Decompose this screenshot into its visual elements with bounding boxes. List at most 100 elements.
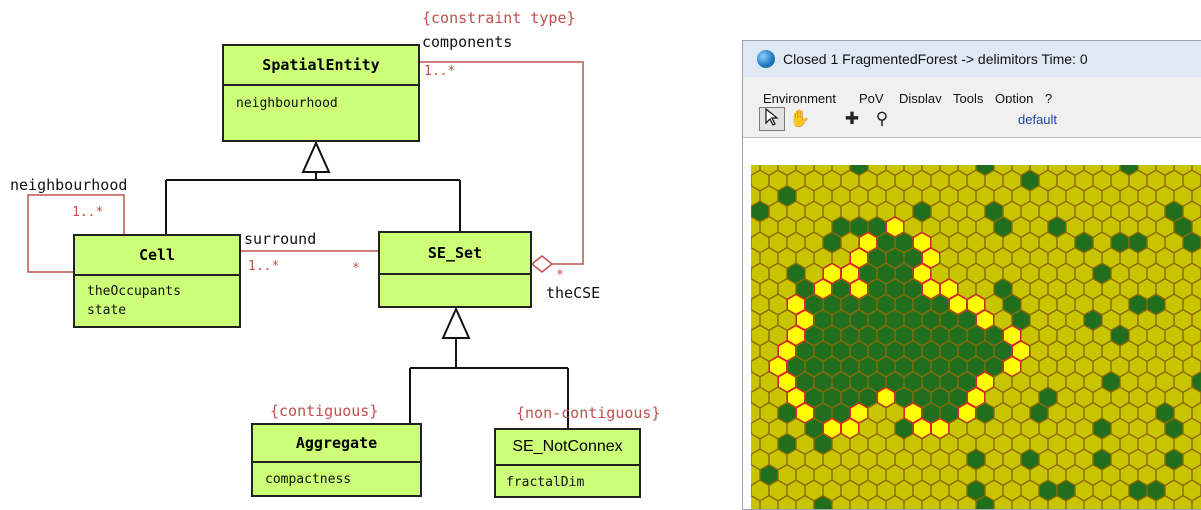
grid-cell	[759, 185, 779, 207]
menu-tools[interactable]: Tools	[953, 91, 984, 106]
grid-cell	[1137, 185, 1157, 207]
grid-cell	[1002, 449, 1022, 470]
grid-cell	[849, 464, 869, 486]
grid-cell	[1092, 201, 1112, 222]
class-attribute: fractalDim	[506, 475, 585, 490]
forest-cell	[813, 371, 833, 393]
menu-help[interactable]: ?	[1045, 91, 1053, 106]
forest-cell	[1128, 232, 1148, 253]
select-arrow-icon[interactable]	[759, 107, 785, 131]
class-se-set: SE_Set	[378, 231, 532, 308]
forest-cell	[751, 201, 770, 222]
grid-cell	[1056, 356, 1076, 377]
grid-cell	[1074, 201, 1094, 222]
grid-cell	[1074, 263, 1094, 284]
grid-cell	[1110, 449, 1130, 470]
grid-cell	[1047, 433, 1067, 455]
grid-cell	[1173, 340, 1193, 362]
grid-cell	[1173, 247, 1193, 269]
view-name: default	[1018, 112, 1058, 127]
grid-cell	[993, 371, 1013, 393]
class-name: SE_Set	[380, 233, 530, 275]
grid-cell	[984, 449, 1004, 470]
components-multiplicity: 1..*	[424, 64, 456, 79]
grid-cell	[1029, 165, 1049, 176]
grid-cell	[751, 278, 761, 300]
forest-cell	[867, 278, 887, 300]
grid-cell	[1155, 247, 1175, 269]
grid-cell	[1137, 216, 1157, 238]
grid-cell	[831, 185, 851, 207]
grid-cell	[993, 433, 1013, 455]
forest-cell	[939, 371, 959, 393]
grid-cell	[813, 216, 833, 238]
magnifier-icon[interactable]: ⚲	[875, 109, 889, 128]
class-cell: Cell theOccupants state	[73, 234, 241, 328]
grid-cell	[768, 170, 788, 191]
grid-cell	[1056, 325, 1076, 346]
grid-cell	[1191, 433, 1201, 455]
forest-cell	[912, 325, 932, 346]
grid-cell	[1029, 371, 1049, 393]
grid-cell	[759, 216, 779, 238]
grid-cell	[1101, 216, 1121, 238]
grid-cell	[1137, 247, 1157, 269]
grid-cell	[1137, 402, 1157, 424]
window-title: Closed 1 FragmentedForest -> delimitors …	[783, 51, 1088, 67]
forest-cell	[1092, 263, 1112, 284]
grid-cell	[930, 201, 950, 222]
forest-cell	[1110, 325, 1130, 346]
grid-cell	[1038, 449, 1058, 470]
grid-cell	[984, 387, 1004, 408]
grid-cell	[1020, 201, 1040, 222]
grid-cell	[1083, 340, 1103, 362]
grid-cell	[813, 185, 833, 207]
grid-cell	[1119, 402, 1139, 424]
menu-environment[interactable]: Environment	[763, 91, 836, 106]
grid-cell	[1002, 232, 1022, 253]
forest-cell	[858, 325, 878, 346]
grid-cell	[984, 232, 1004, 253]
grid-cell	[1083, 216, 1103, 238]
move-cross-icon[interactable]: ✚	[844, 109, 860, 128]
grid-cell	[1083, 278, 1103, 300]
grid-cell	[1101, 464, 1121, 486]
menu-option[interactable]: Option	[995, 91, 1034, 106]
grid-cell	[1101, 402, 1121, 424]
grid-cell	[1002, 387, 1022, 408]
grid-cell	[1065, 216, 1085, 238]
grid-cell	[939, 216, 959, 238]
forest-cell	[822, 294, 842, 315]
forest-cell	[867, 340, 887, 362]
grid-cell	[1056, 201, 1076, 222]
forest-cell	[1020, 170, 1040, 191]
grid-cell	[1065, 165, 1085, 176]
menu-pov[interactable]: PoV	[859, 91, 884, 106]
grid-cell	[751, 325, 770, 346]
grid-cell	[751, 263, 770, 284]
grid-cell	[1128, 418, 1148, 439]
class-aggregate: Aggregate compactness	[251, 423, 422, 497]
menu-display[interactable]: Display	[899, 91, 942, 106]
grid-cell	[867, 402, 887, 424]
grid-cell	[804, 170, 824, 191]
grid-cell	[1128, 325, 1148, 346]
grid-cell	[1056, 387, 1076, 408]
forest-cell	[921, 309, 941, 331]
forest-cell	[1002, 294, 1022, 315]
grid-cell	[1047, 309, 1067, 331]
grid-cell	[1164, 232, 1184, 253]
forest-cell	[876, 263, 896, 284]
grid-cell	[984, 263, 1004, 284]
forest-cell	[894, 294, 914, 315]
grid-cell	[759, 247, 779, 269]
hex-grid[interactable]	[751, 165, 1201, 510]
grid-cell	[1065, 185, 1085, 207]
grid-cell	[768, 232, 788, 253]
hand-pan-icon[interactable]: ✋	[789, 109, 811, 128]
grid-cell	[876, 449, 896, 470]
grid-cell	[1002, 201, 1022, 222]
grid-cell	[786, 170, 806, 191]
forest-cell	[930, 387, 950, 408]
grid-cell	[975, 216, 995, 238]
